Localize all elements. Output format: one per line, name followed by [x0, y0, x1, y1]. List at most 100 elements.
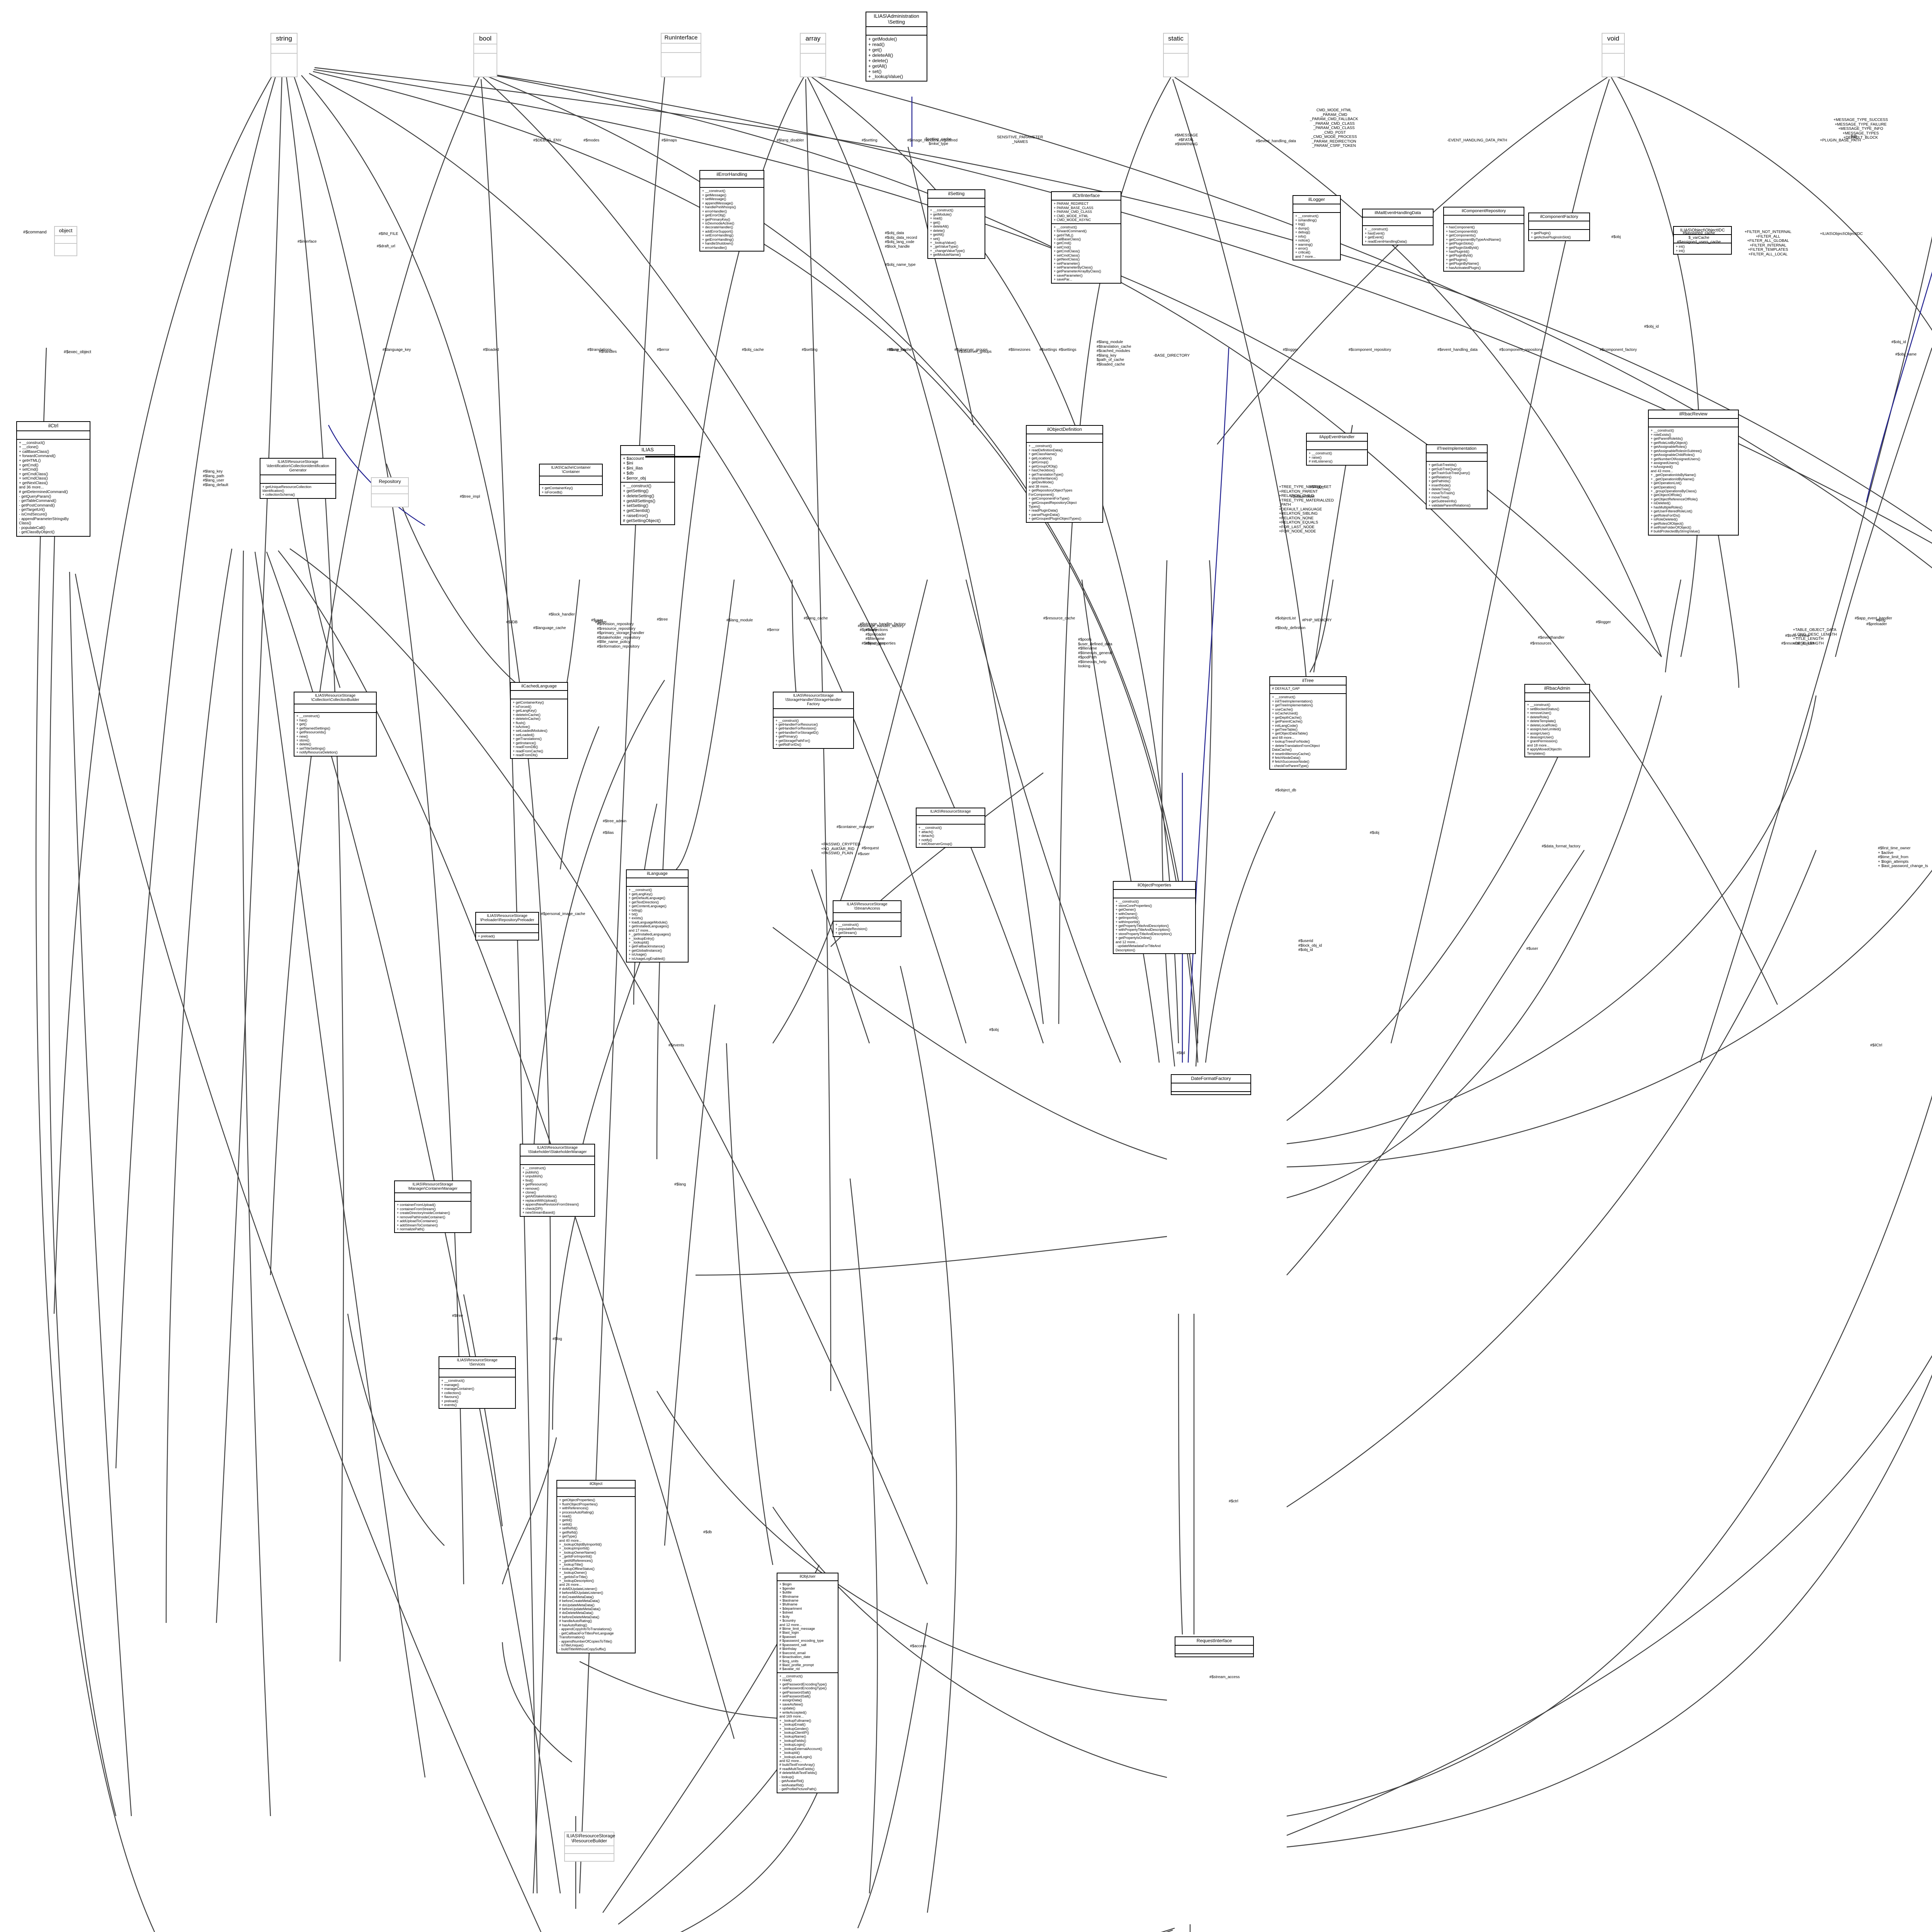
- node-ilerrorhandling[interactable]: ilErrorHandling + __construct() + getMes…: [699, 170, 764, 252]
- node-title: Repository: [372, 478, 408, 487]
- node-ilobject[interactable]: DateFormatFactory: [1171, 1074, 1251, 1095]
- node-requestinterface[interactable]: ILIAS\ResourceStorage \ResourceBuilder: [564, 1832, 615, 1862]
- node-ilias-resourcestorage-collectionbuilder[interactable]: ILIAS\ResourceStorage \Collection\Collec…: [294, 692, 377, 757]
- node-iltreeimplementation[interactable]: ilTreeImplementation + getSubTreeIds() +…: [1426, 444, 1488, 510]
- node-ilctrlinterface[interactable]: ilCtrlInterface + PARAM_REDIRECT + PARAM…: [1051, 191, 1121, 284]
- node-ilias-resourcestorage-repositorypreloader[interactable]: ILIAS\ResourceStorage \Manager\Container…: [394, 1180, 471, 1233]
- edge-label: #$stream_access: [1209, 1675, 1240, 1679]
- node-ilias-resourcestorage-storagehandlerfactory[interactable]: ILIAS\ResourceStorage \StorageHandler\St…: [773, 692, 854, 749]
- edge-label: #$lang_key #$lang_path #$lang_user #$lan…: [203, 469, 228, 487]
- node-void[interactable]: void: [1602, 33, 1625, 77]
- edge-label: #$interface: [298, 240, 317, 244]
- node-repository[interactable]: Repository: [371, 477, 409, 507]
- edge-label: #$lang_module: [726, 618, 753, 622]
- node-illanguage[interactable]: ilLanguage + __construct() + getLangKey(…: [626, 869, 689, 963]
- node-ilappeventhandler[interactable]: ilAppEventHandler + __construct() + rais…: [1306, 433, 1368, 466]
- node-title: ilComponentFactory: [1529, 213, 1589, 222]
- node-ilias-resourcestorage-streamaccess[interactable]: ILIAS\ResourceStorage \StreamAccess + __…: [833, 900, 901, 937]
- edge-label: #$pools $user_defined_data #$filename #$…: [1078, 638, 1112, 668]
- edge-label: #$loaded: [483, 348, 499, 352]
- node-ilsetting[interactable]: ilSetting + __construct() + getModule() …: [927, 189, 985, 259]
- edge-label: #$ilDB: [506, 620, 518, 624]
- edge-label: #$tree: [452, 1314, 463, 1318]
- edge-label: #$tree_impl: [460, 495, 480, 499]
- edge-label: #$object_properties: [862, 641, 896, 646]
- node-ilobjectdefinition[interactable]: ilObjectDefinition + __construct() + rea…: [1026, 425, 1103, 523]
- edge-label: #$ilias: [603, 831, 614, 835]
- node-operations: + __construct() + initTreeImplementation…: [1272, 695, 1320, 768]
- node-ilias-resourcestorage-events[interactable]: ILIAS\ResourceStorage + __construct() + …: [916, 808, 985, 848]
- node-ilcachecontainer[interactable]: ILIAS\Cache\Container \Container + getCo…: [539, 464, 603, 497]
- node-ilcachedlanguage[interactable]: ilCachedLanguage + getContainerKey() + i…: [510, 682, 568, 759]
- node-ilobjuser[interactable]: RequestInterface: [1175, 1636, 1254, 1658]
- node-runinterface[interactable]: RunInterface: [661, 33, 701, 77]
- node-title: void: [1602, 34, 1624, 45]
- edge-label: #$obj: [989, 1028, 999, 1032]
- node-object[interactable]: object: [54, 226, 77, 256]
- node-attributes: [1529, 221, 1589, 230]
- node-ilias-resourcestorage-services[interactable]: ilObjUser + $login + $gender + $utitle +…: [777, 1573, 838, 1793]
- edge-label: +FILTER_NOT_INTERNAL +FILTER_ALL +FILTER…: [1745, 230, 1792, 257]
- node-operations: + getModule() + read() + get() + deleteA…: [868, 36, 903, 80]
- node-static[interactable]: static: [1163, 33, 1189, 77]
- node-array[interactable]: array: [800, 33, 826, 77]
- node-iltree[interactable]: ilTree # DEFAULT_GAP + __construct() + i…: [1269, 676, 1347, 770]
- node-ilctrl[interactable]: ilCtrl + __construct() + __clone() + cal…: [16, 421, 90, 537]
- node-operations: + getUniqueResourceCollection Identifica…: [262, 485, 311, 497]
- node-ilias-resourcestorage-containermanager[interactable]: ilObject + getObjectProperties() + flush…: [556, 1480, 636, 1653]
- node-operations: + getContainerKey() + isForcedb(): [542, 486, 573, 494]
- node-ilias-resourcestorage-stakeholdermanager[interactable]: ILIAS\ResourceStorage \Services + __cons…: [439, 1356, 516, 1409]
- node-ilias-resourcestorage-resourcebuilder[interactable]: ILIAS\ResourceStorage \Stakeholder\Stake…: [520, 1144, 595, 1217]
- node-ilias-2[interactable]: ILIAS + $account + $ini + $ini_ilias + $…: [645, 456, 700, 457]
- edge-label: #$assigned_cache $_varCache #$assigned_u…: [1677, 231, 1721, 244]
- edge-label: #$component_repository: [1499, 348, 1542, 352]
- node-attributes: + $account + $ini + $ini_ilias + $db + $…: [621, 455, 674, 483]
- node-operations: + __construct() + getModule() + read() +…: [930, 208, 965, 257]
- node-attributes: + $login + $gender + $utitle + $firstnam…: [777, 1581, 838, 1673]
- node-attributes: [774, 709, 853, 718]
- node-ilias-object-objectidc[interactable]: ILIAS\Object\ObjectIDC + int() + int(): [1673, 226, 1732, 255]
- node-bool[interactable]: bool: [473, 33, 497, 77]
- edge-label: #$resource_cache: [1043, 616, 1075, 621]
- node-attributes: [557, 1488, 635, 1497]
- edge-label: #$tpl: [1177, 1051, 1185, 1055]
- node-attributes: [17, 431, 90, 440]
- node-ilcomponentrepository[interactable]: ilComponentRepository + hasComponent() +…: [1443, 207, 1524, 272]
- edge-label: #$access: [910, 1644, 927, 1648]
- node-ilcomponentfactory[interactable]: ilComponentFactory + getPlugin() + getAc…: [1528, 213, 1590, 242]
- node-operations: + getPlugin() + getActivePluginsInSlot(): [1531, 231, 1571, 239]
- node-ilias-resourcestorage-collectionidgen[interactable]: ILIAS\ResourceStorage \Identification\Co…: [260, 458, 336, 499]
- node-ilrbacadmin[interactable]: ilRbacAdmin + __construct() + setBlocked…: [1524, 684, 1590, 758]
- node-attributes: [55, 236, 77, 244]
- node-attributes: [1674, 235, 1731, 244]
- edge-label: #$events: [668, 1043, 684, 1048]
- node-attributes: [627, 878, 688, 887]
- edge-label: -BASE_DIRECTORY: [1153, 354, 1190, 358]
- node-operations: + __construct() + publish() + unpublish(…: [522, 1166, 579, 1215]
- node-illogger[interactable]: ilLogger + __construct() + isHandling() …: [1293, 195, 1341, 261]
- node-title: ilObject: [557, 1481, 635, 1489]
- edge-label: #$tree: [657, 617, 668, 622]
- node-ilias-resourcestorage-lockhandler[interactable]: ILIAS\ResourceStorage \Preloader\Reposit…: [475, 912, 539, 940]
- node-ilobjectproperties[interactable]: ilObjectProperties + __construct() + sto…: [1113, 881, 1196, 954]
- edge-label: #$lang_disabler: [777, 138, 804, 143]
- edge-label: #$modes: [583, 138, 600, 143]
- edge-label: #$log: [1876, 618, 1886, 622]
- node-title: RequestInterface: [1175, 1637, 1253, 1646]
- node-string[interactable]: string: [270, 33, 298, 77]
- node-ilmaileventhandlingdata[interactable]: ilMailEventHandlingData + __construct() …: [1362, 209, 1434, 246]
- edge-label: #$body_definition: [1275, 626, 1306, 630]
- node-ilrbacreview[interactable]: ilRbacReview + __construct() + roleExist…: [1648, 410, 1739, 536]
- node-title: ILIAS\ResourceStorage \StorageHandler\St…: [774, 692, 853, 709]
- edge-label: #$personal_image_cache: [541, 912, 585, 916]
- edge-label: #PHP_MEMORY: [1302, 618, 1332, 622]
- node-attributes: [476, 925, 538, 934]
- edge-label: #$storage_handler_factory: [860, 622, 906, 626]
- node-ilias[interactable]: ILIAS + $account + $ini + $ini_ilias + $…: [620, 445, 675, 526]
- edge-label: #$preloader: [1866, 622, 1887, 626]
- edge-label: #$objectList: [1275, 616, 1296, 621]
- edge-label: #$log: [553, 1337, 562, 1341]
- edge-label: #$lang: [674, 1182, 686, 1187]
- node-setting[interactable]: ILIAS\Administration \Setting + getModul…: [866, 12, 927, 82]
- node-title: ILIAS\ResourceStorage \Collection\Collec…: [294, 692, 376, 705]
